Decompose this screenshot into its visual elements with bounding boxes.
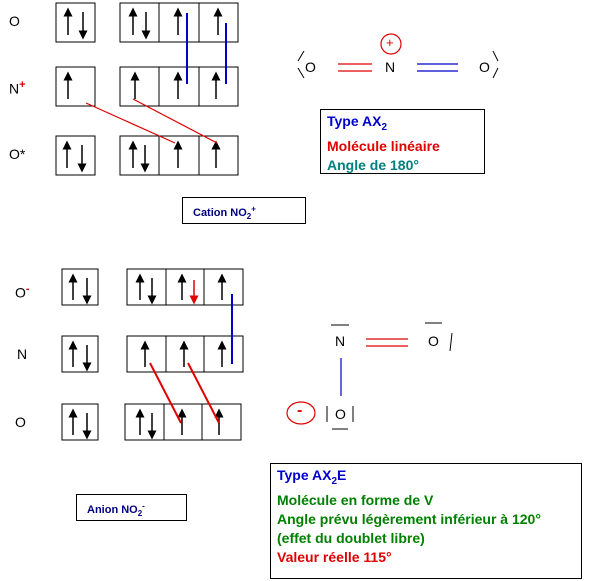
anion-o-right-lone-pair-side (449, 332, 453, 352)
cation-o-bottom-label: O* (9, 146, 26, 162)
anion-molecule-charge: - (297, 402, 303, 419)
cation-n-charge: + (19, 79, 26, 91)
anion-info-shape: Molécule en forme de V (277, 491, 434, 508)
cation-n-2s-box (55, 66, 96, 107)
cation-n-2p-boxes (119, 66, 239, 107)
cation-o-left-lone-pair-mark (297, 50, 305, 62)
anion-n-label: N (17, 346, 28, 362)
cation-o-right-lone-pair-mark (492, 50, 499, 62)
cation-n-label: N+ (9, 79, 26, 97)
anion-o-bottom-2s-box (61, 403, 99, 441)
anion-molecule-o-bottom: O (335, 406, 346, 422)
cation-caption-box: Cation NO2+ (182, 197, 306, 224)
anion-info-type: Type AX2E (277, 467, 347, 487)
cation-o-top-2p-boxes (119, 2, 239, 43)
cation-molecule-o-right: O (479, 59, 490, 75)
cation-info-type: Type AX2 (327, 113, 388, 133)
anion-molecule-n: N (335, 333, 346, 349)
cation-info-angle: Angle de 180° (327, 156, 419, 173)
anion-o-top-label: O- (15, 283, 30, 301)
anion-charge-circle (286, 401, 316, 425)
anion-o-top-2p-boxes (126, 268, 244, 306)
cation-o-right-lone-pair-mark-2 (492, 67, 499, 79)
cation-info-shape: Molécule linéaire (327, 137, 440, 154)
anion-molecule-o-right: O (428, 333, 439, 349)
anion-o-top-2s-box (61, 268, 99, 306)
cation-o-bottom-2p-boxes (119, 135, 239, 176)
cation-molecule-n: N (385, 59, 396, 75)
cation-charge-circle (380, 33, 402, 55)
anion-o-bottom-label: O (15, 414, 26, 430)
cation-sigma-bond-line-2 (132, 98, 218, 144)
anion-caption: Anion NO2- (87, 501, 145, 519)
anion-o-charge: - (25, 283, 30, 295)
anion-info-note: (effet du doublet libre) (277, 529, 425, 546)
cation-molecule-charge: + (386, 35, 394, 50)
cation-molecule-o-left: O (305, 59, 316, 75)
cation-o-top-label: O (9, 13, 20, 29)
cation-caption: Cation NO2+ (193, 204, 256, 222)
anion-sigma-bond-line-1 (149, 362, 182, 424)
anion-sigma-bond-line-2 (187, 362, 220, 424)
cation-info-box: Type AX2 Molécule linéaire Angle de 180° (320, 109, 485, 174)
cation-o-bottom-2s-box (55, 135, 96, 176)
anion-n-2s-box (61, 335, 99, 373)
anion-info-real-value: Valeur réelle 115° (277, 548, 392, 565)
cation-sigma-bond-line-1 (85, 102, 176, 144)
anion-info-box: Type AX2E Molécule en forme de V Angle p… (270, 463, 582, 579)
cation-o-left-lone-pair-mark-2 (297, 67, 305, 79)
anion-n-2p-boxes (126, 335, 244, 373)
anion-info-angle: Angle prévu légèrement inférieur à 120° (277, 510, 541, 527)
cation-o-top-2s-box (55, 2, 96, 43)
anion-caption-box: Anion NO2- (76, 494, 187, 521)
anion-o-bottom-2p-boxes (124, 403, 242, 441)
